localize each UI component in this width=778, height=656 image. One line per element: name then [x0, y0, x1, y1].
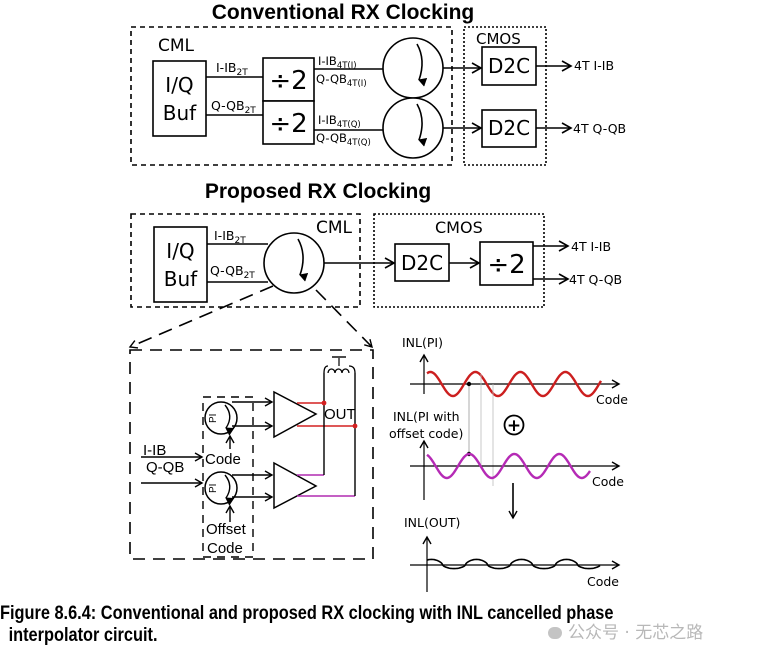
cmos-label: CMOS [476, 30, 521, 48]
svg-text:+: + [507, 416, 521, 436]
d2c-block-q [481, 109, 537, 148]
iq-buffer-block [153, 226, 208, 303]
plot1-ylabel: INL(PI) [402, 335, 443, 350]
iq-buffer-block [152, 60, 207, 137]
plot2-ylabel-2: offset code) [389, 426, 463, 441]
figure-caption: Figure 8.6.4: Conventional and proposed … [0, 603, 669, 647]
code-label: Code [205, 451, 241, 468]
offset-code-label-2: Code [207, 540, 243, 557]
d2c-label: D2C [401, 251, 443, 275]
signal-q-4t-q: Q-QB4T(Q) [316, 131, 371, 148]
cmos-domain-box [373, 213, 545, 308]
iq-buffer-label-2: Buf [163, 101, 197, 125]
detail-box [129, 349, 374, 560]
plot3-ylabel: INL(OUT) [404, 515, 460, 530]
signal-q-4t-i: Q-QB4T(I) [316, 72, 367, 89]
plus-operator-icon: + [503, 414, 525, 436]
plot2-ylabel-1: INL(PI with [393, 409, 460, 424]
cml-domain-box [130, 26, 453, 166]
phase-marker-dot [466, 381, 472, 387]
cmos-label: CMOS [435, 218, 483, 237]
amplifier-main [273, 390, 318, 439]
d2c-label-q: D2C [488, 116, 530, 140]
junction-dot [352, 423, 358, 429]
input-i-label: I-IB [143, 442, 166, 459]
divider-block [479, 241, 534, 286]
conventional-section: Conventional RX Clocking CML CMOS I/Q Bu… [130, 1, 626, 166]
caption-line-1: Figure 8.6.4: Conventional and proposed … [0, 603, 614, 624]
proposed-title: Proposed RX Clocking [205, 180, 431, 203]
output-4t-q: 4T Q-QB [573, 121, 626, 136]
pi-label: PI [208, 484, 219, 493]
signal-i-2t: I-IB2T [216, 60, 248, 78]
proposed-section: Proposed RX Clocking CML CMOS I/Q Buf I-… [128, 180, 622, 349]
output-4t-i: 4T I-IB [571, 239, 611, 254]
iq-buffer-label-2: Buf [164, 267, 198, 291]
plot2-inl-curve [426, 452, 591, 480]
plot3-inl-curve [426, 558, 601, 570]
cmos-domain-box [463, 26, 547, 166]
caption-line-2: interpolator circuit. [8, 625, 158, 646]
rotation-arrow-icon [297, 238, 309, 282]
plot1-inl-curve [426, 370, 603, 398]
divider-label-q: ÷2 [269, 109, 307, 139]
divider-block-q [262, 100, 315, 145]
rotation-arrow-icon [416, 43, 428, 87]
d2c-label-i: D2C [488, 54, 530, 78]
d2c-block-i [481, 46, 537, 86]
plot2-xlabel: Code [592, 474, 624, 489]
output-4t-i: 4T I-IB [574, 58, 614, 73]
conventional-title: Conventional RX Clocking [212, 1, 475, 24]
signal-q-2t: Q-QB2T [210, 263, 255, 281]
inductor-icon [323, 356, 356, 374]
pi-main: PI [204, 401, 238, 436]
cml-label: CML [158, 36, 195, 56]
rotation-arrow-icon [224, 474, 235, 506]
signal-i-2t: I-IB2T [214, 228, 246, 246]
signal-q-2t: Q-QB2T [211, 98, 256, 116]
cml-label: CML [316, 218, 353, 238]
pi-offset: PI [204, 471, 238, 506]
junction-dot [321, 400, 327, 406]
input-q-label: Q-QB [146, 459, 184, 476]
wechat-icon [548, 627, 562, 639]
phase-interpolator-i [382, 37, 444, 99]
signal-i-4t-i: I-IB4T(I) [318, 54, 357, 71]
inl-plots: INL(PI) Code + INL(PI with offset code) … [389, 335, 628, 592]
divider-label: ÷2 [487, 250, 525, 280]
pi-label: PI [208, 414, 219, 423]
plot3-xlabel: Code [587, 574, 619, 589]
watermark: 公众号 · 无芯之路 [548, 618, 703, 643]
phase-interpolator [263, 232, 325, 294]
divider-block-i [262, 57, 315, 102]
rotation-arrow-icon [224, 404, 235, 436]
zoom-callout-right [315, 289, 373, 349]
out-label: OUT [324, 406, 356, 423]
phase-interpolator-q [382, 97, 444, 159]
plot1-xlabel: Code [596, 392, 628, 407]
pi-pair-box [202, 396, 254, 558]
divider-label-i: ÷2 [269, 66, 307, 96]
signal-i-4t-q: I-IB4T(Q) [318, 113, 361, 130]
output-4t-q: 4T Q-QB [569, 272, 622, 287]
amplifier-offset [273, 461, 318, 510]
iq-buffer-label-1: I/Q [166, 239, 194, 263]
pi-detail-circuit: I-IB Q-QB PI Code PI Offset Code [129, 349, 374, 560]
iq-buffer-label-1: I/Q [165, 73, 193, 97]
cml-domain-box [130, 213, 361, 308]
offset-code-label-1: Offset [206, 521, 247, 538]
rotation-arrow-icon [416, 103, 428, 147]
zoom-callout-left [128, 285, 274, 349]
